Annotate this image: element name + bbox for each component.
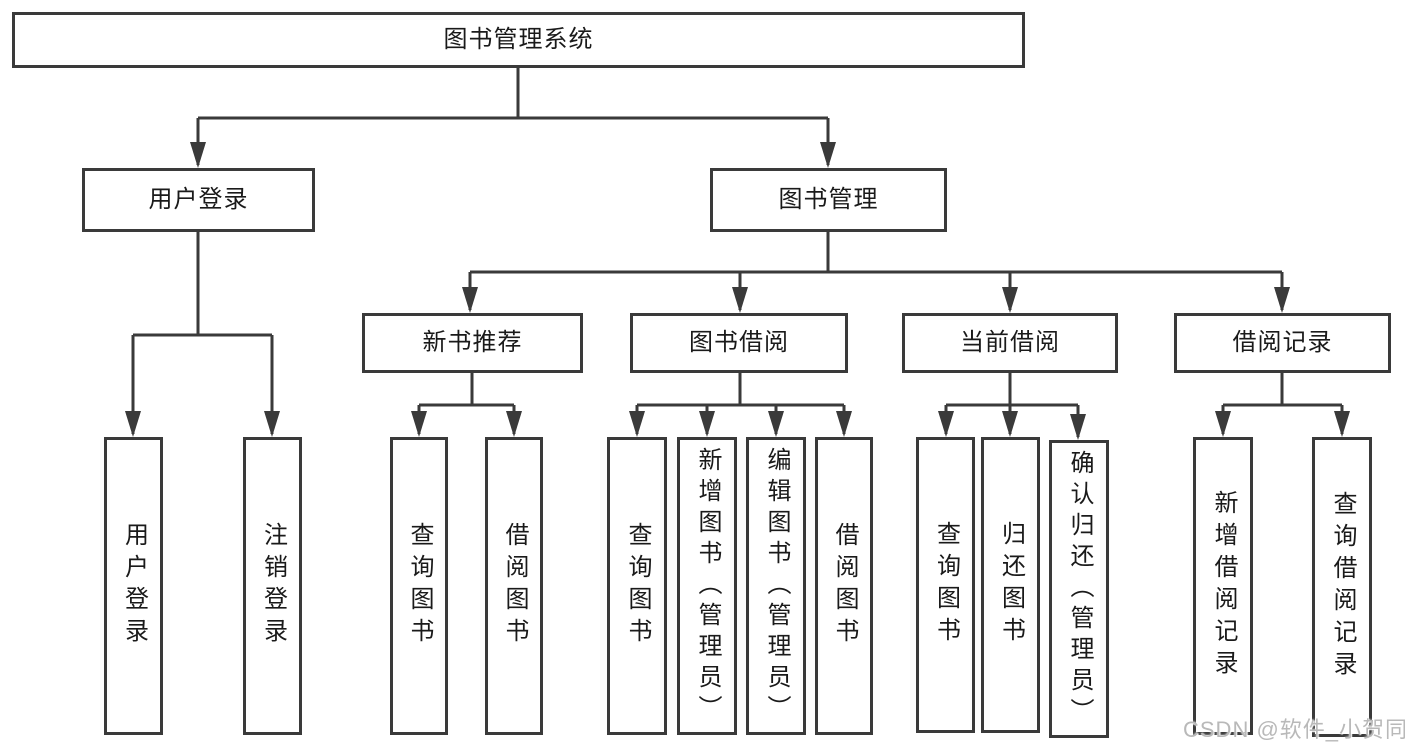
csdn-watermark: CSDN @软件_小贺同学 (1183, 717, 1405, 742)
connector-arrowheads (125, 142, 1350, 440)
leaf-borrow-books-2: 借阅图书 (815, 437, 873, 735)
connector-stems (131, 68, 1344, 437)
node-new-book-recommend: 新书推荐 (362, 313, 583, 373)
node-book-management: 图书管理 (710, 168, 947, 232)
leaf-query-books-1: 查询图书 (390, 437, 448, 735)
leaf-confirm-return-admin: 确认归还（管理员） (1049, 440, 1109, 738)
leaf-logout: 注销登录 (243, 437, 302, 735)
leaf-query-borrow-record: 查询借阅记录 (1312, 437, 1372, 737)
node-book-borrow: 图书借阅 (630, 313, 848, 373)
node-current-borrow: 当前借阅 (902, 313, 1118, 373)
leaf-user-login: 用户登录 (104, 437, 163, 735)
leaf-add-book-admin: 新增图书（管理员） (677, 437, 737, 735)
node-root: 图书管理系统 (12, 12, 1025, 68)
leaf-query-books-2: 查询图书 (607, 437, 667, 735)
node-user-login: 用户登录 (82, 168, 315, 232)
leaf-query-books-3: 查询图书 (916, 437, 975, 733)
leaf-borrow-books-1: 借阅图书 (485, 437, 543, 735)
leaf-add-borrow-record: 新增借阅记录 (1193, 437, 1253, 735)
leaf-return-book: 归还图书 (981, 437, 1040, 733)
node-borrow-records: 借阅记录 (1174, 313, 1391, 373)
leaf-edit-book-admin: 编辑图书（管理员） (746, 437, 806, 735)
